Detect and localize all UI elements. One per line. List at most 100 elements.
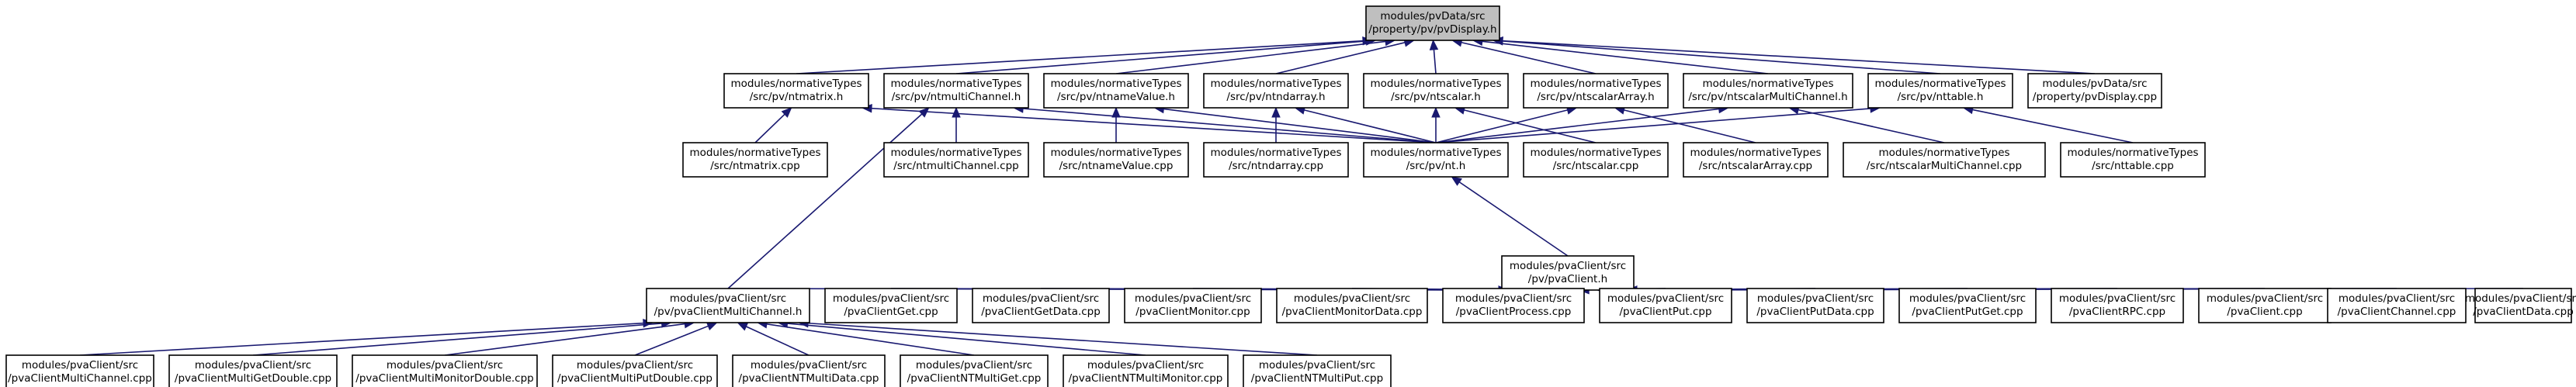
file-node-pvaclientmultimonitordouble-cpp[interactable]: modules/pvaClient/src/pvaClientMultiMoni…: [352, 354, 538, 387]
node-label-module: modules/normativeTypes: [730, 78, 862, 90]
node-box: [168, 354, 338, 387]
file-node-ntmatrix-h[interactable]: modules/normativeTypes/src/pv/ntmatrix.h: [723, 73, 869, 109]
arrowhead-icon: [1431, 106, 1441, 118]
node-box: [900, 354, 1049, 387]
file-node-ntscalar-h[interactable]: modules/normativeTypes/src/pv/ntscalar.h: [1363, 73, 1509, 109]
node-box: [1063, 354, 1229, 387]
dependency-edge: [1435, 108, 1871, 143]
dependency-edge: [1023, 108, 1437, 143]
dependency-edge: [1275, 42, 1406, 74]
file-node-ntnamevalue-h[interactable]: modules/normativeTypes/src/pv/ntnameValu…: [1043, 73, 1189, 109]
node-label-path: /pvaClientPut.cpp: [1619, 306, 1711, 318]
node-box: [1523, 142, 1669, 178]
node-label-path: /pvaClientGet.cpp: [844, 306, 938, 318]
file-node-pvaclientntmultiget-cpp[interactable]: modules/pvaClient/src/pvaClientNTMultiGe…: [900, 354, 1049, 387]
node-label-module: modules/pvaClient/src: [983, 292, 1099, 305]
file-node-pvaclientrpc-cpp[interactable]: modules/pvaClient/src/pvaClientRPC.cpp: [2051, 288, 2184, 323]
node-box: [352, 354, 538, 387]
node-label-module: modules/normativeTypes: [689, 147, 820, 159]
node-label-module: modules/pvaClient/src: [195, 359, 311, 371]
file-node-pvaclientgetdata-cpp[interactable]: modules/pvaClient/src/pvaClientGetData.c…: [972, 288, 1110, 323]
node-box: [1043, 73, 1189, 109]
file-node-pvaclientmonitordata-cpp[interactable]: modules/pvaClient/src/pvaClientMonitorDa…: [1276, 288, 1428, 323]
file-node-ntndarray-h[interactable]: modules/normativeTypes/src/pv/ntndarray.…: [1203, 73, 1349, 109]
file-node-pvdisplay-cpp[interactable]: modules/pvData/src/property/pvDisplay.cp…: [2027, 73, 2162, 109]
file-node-pvaclientmultichannel-h[interactable]: modules/pvaClient/src/pv/pvaClientMultiC…: [646, 288, 810, 323]
dependency-edge: [1502, 40, 1941, 74]
root-file-node[interactable]: modules/pvData/src/property/pv/pvDisplay…: [1365, 5, 1500, 41]
node-box: [682, 142, 828, 178]
node-label-module: modules/normativeTypes: [1050, 78, 1181, 90]
file-node-pvaclient-cpp[interactable]: modules/pvaClient/src/pvaClient.cpp: [2198, 288, 2332, 323]
node-label-module: modules/normativeTypes: [1690, 147, 1821, 159]
file-node-ntndarray-cpp[interactable]: modules/normativeTypes/src/ntndarray.cpp: [1203, 142, 1349, 178]
file-node-ntnamevalue-cpp[interactable]: modules/normativeTypes/src/ntnameValue.c…: [1043, 142, 1189, 178]
dependency-edge: [808, 322, 1318, 356]
node-label-path: /src/ntmatrix.cpp: [710, 160, 800, 172]
node-label-path: /src/pv/ntscalarArray.h: [1537, 91, 1654, 103]
file-node-pvaclientdata-cpp[interactable]: modules/pvaClient/src/pvaClientData.cpp: [2465, 288, 2576, 323]
node-label-module: modules/pvData/src: [2042, 78, 2147, 90]
dependency-edge: [1115, 40, 1386, 74]
file-node-pvaclientntmultiput-cpp[interactable]: modules/pvaClient/src/pvaClientNTMultiPu…: [1243, 354, 1392, 387]
node-box: [1203, 73, 1349, 109]
file-node-pvaclientmultichannel-cpp[interactable]: modules/pvaClient/src/pvaClientMultiChan…: [5, 354, 154, 387]
node-label-module: modules/normativeTypes: [1370, 147, 1501, 159]
file-node-ntscalar-cpp[interactable]: modules/normativeTypes/src/ntscalar.cpp: [1523, 142, 1669, 178]
file-node-nt-h[interactable]: modules/normativeTypes/src/pv/nt.h: [1363, 142, 1509, 178]
node-label-module: modules/pvaClient/src: [577, 359, 693, 371]
dependency-edge: [1798, 109, 1945, 143]
arrowhead-icon: [1451, 176, 1462, 186]
file-node-ntscalarmultichannel-h[interactable]: modules/normativeTypes/src/pv/ntscalarMu…: [1683, 73, 1853, 109]
dependency-edge: [1304, 109, 1437, 143]
dependency-edge: [796, 40, 1364, 74]
node-label-path: /src/pv/nt.h: [1406, 160, 1466, 172]
dependency-edge: [252, 323, 662, 356]
file-node-pvaclient-h[interactable]: modules/pvaClient/src/pv/pvaClient.h: [1501, 255, 1635, 291]
node-label-path: /src/pv/ntnameValue.h: [1057, 91, 1175, 103]
node-label-path: /property/pvDisplay.cpp: [2033, 91, 2157, 103]
node-box: [5, 354, 154, 387]
file-node-pvaclientntmultimonitor-cpp[interactable]: modules/pvaClient/src/pvaClientNTMultiMo…: [1063, 354, 1229, 387]
file-node-pvaclientchannel-cpp[interactable]: modules/pvaClient/src/pvaClientChannel.c…: [2327, 288, 2467, 323]
node-box: [723, 73, 869, 109]
dependency-edge: [1972, 109, 2134, 143]
nodes-layer: modules/pvData/src/property/pv/pvDisplay…: [5, 5, 2576, 387]
file-node-ntscalararray-cpp[interactable]: modules/normativeTypes/src/ntscalarArray…: [1683, 142, 1829, 178]
file-node-pvaclientmultiputdouble-cpp[interactable]: modules/pvaClient/src/pvaClientMultiPutD…: [552, 354, 718, 387]
file-node-ntmultichannel-cpp[interactable]: modules/normativeTypes/src/ntmultiChanne…: [883, 142, 1029, 178]
file-node-pvaclientput-cpp[interactable]: modules/pvaClient/src/pvaClientPut.cpp: [1599, 288, 1732, 323]
file-node-pvaclientget-cpp[interactable]: modules/pvaClient/src/pvaClientGet.cpp: [824, 288, 958, 323]
file-node-pvaclientntmultidata-cpp[interactable]: modules/pvaClient/src/pvaClientNTMultiDa…: [732, 354, 886, 387]
file-node-ntmatrix-cpp[interactable]: modules/normativeTypes/src/ntmatrix.cpp: [682, 142, 828, 178]
node-label-module: modules/normativeTypes: [1702, 78, 1833, 90]
node-box: [732, 354, 886, 387]
node-box: [1243, 354, 1392, 387]
file-node-ntmultichannel-h[interactable]: modules/normativeTypes/src/pv/ntmultiCha…: [883, 73, 1029, 109]
dependency-edge: [1464, 109, 1597, 143]
node-label-module: modules/pvaClient/src: [1087, 359, 1204, 371]
file-node-pvaclientputdata-cpp[interactable]: modules/pvaClient/src/pvaClientPutData.c…: [1746, 288, 1884, 323]
node-label-path: /pvaClientMultiChannel.cpp: [8, 372, 152, 385]
file-node-pvaclientmonitor-cpp[interactable]: modules/pvaClient/src/pvaClientMonitor.c…: [1124, 288, 1262, 323]
node-label-module: modules/pvaClient/src: [751, 359, 867, 371]
file-node-ntscalarmultichannel-cpp[interactable]: modules/normativeTypes/src/ntscalarMulti…: [1843, 142, 2046, 178]
file-node-ntscalararray-h[interactable]: modules/normativeTypes/src/pv/ntscalarAr…: [1523, 73, 1669, 109]
file-node-pvaclientputget-cpp[interactable]: modules/pvaClient/src/pvaClientPutGet.cp…: [1898, 288, 2037, 323]
dependency-edge: [1163, 108, 1437, 143]
node-label-module: modules/normativeTypes: [1210, 78, 1341, 90]
file-node-pvaclientprocess-cpp[interactable]: modules/pvaClient/src/pvaClientProcess.c…: [1442, 288, 1585, 323]
node-label-module: modules/pvaClient/src: [2339, 292, 2455, 305]
dependency-edge: [1433, 49, 1437, 74]
dependency-edge: [1482, 40, 1769, 74]
file-node-nttable-h[interactable]: modules/normativeTypes/src/pv/nttable.h: [1867, 73, 2013, 109]
file-node-nttable-cpp[interactable]: modules/normativeTypes/src/nttable.cpp: [2060, 142, 2206, 178]
dependency-edge: [1461, 41, 1597, 74]
node-box: [1683, 142, 1829, 178]
dependency-edge: [1502, 40, 2096, 74]
node-label-path: /pvaClientNTMultiData.cpp: [739, 372, 879, 385]
node-label-path: /src/nttable.cpp: [2092, 160, 2174, 172]
node-label-path: /pvaClientNTMultiGet.cpp: [907, 372, 1042, 385]
file-node-pvaclientmultigetdouble-cpp[interactable]: modules/pvaClient/src/pvaClientMultiGetD…: [168, 354, 338, 387]
